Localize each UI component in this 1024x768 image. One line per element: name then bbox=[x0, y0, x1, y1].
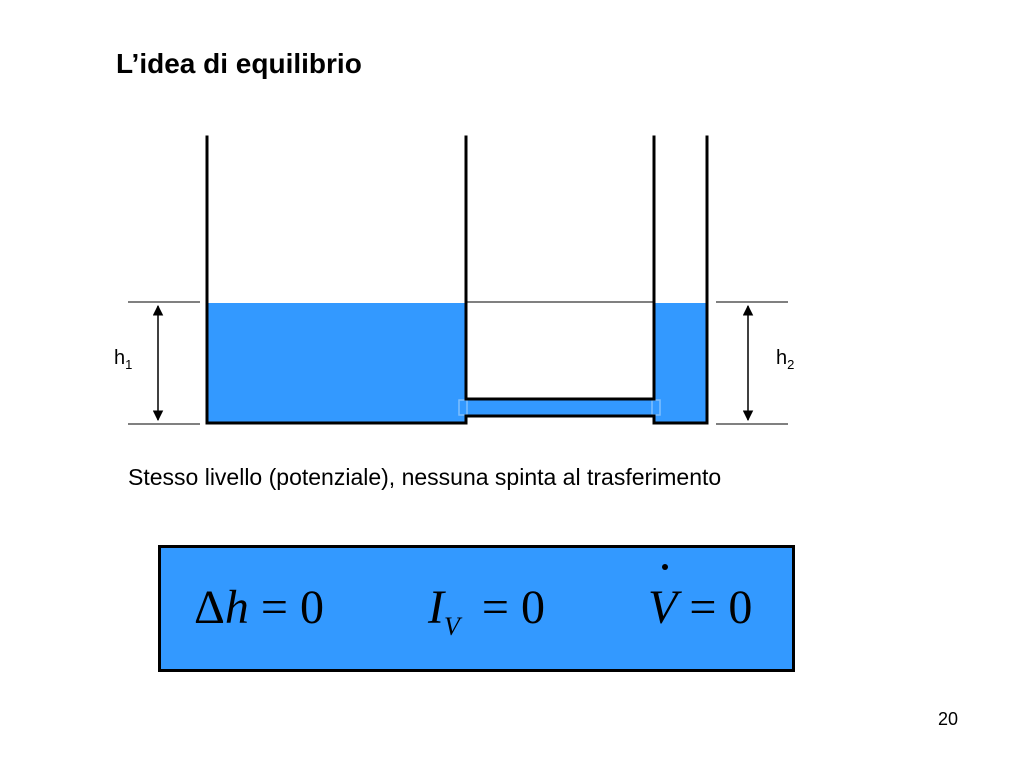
pipe-left-joint bbox=[458, 399, 468, 416]
slide-title: L’idea di equilibrio bbox=[116, 48, 362, 79]
delta-h-equation: Δh=0 bbox=[194, 580, 324, 636]
h2-label: h2 bbox=[776, 347, 794, 372]
equals-sign: = bbox=[689, 581, 717, 634]
height-symbol: h bbox=[224, 581, 249, 634]
current-subscript: V bbox=[443, 612, 460, 641]
equations-box: Δh=0 IV=0 V=0 bbox=[158, 545, 795, 672]
equals-sign: = bbox=[481, 581, 509, 634]
connecting-pipe-water bbox=[458, 400, 660, 415]
equation-value: 0 bbox=[520, 581, 545, 634]
equation-value: 0 bbox=[728, 581, 753, 634]
time-derivative-dot bbox=[661, 564, 668, 570]
equation-value: 0 bbox=[299, 581, 324, 634]
current-symbol: I bbox=[428, 581, 444, 634]
h1-label: h1 bbox=[114, 347, 132, 372]
pipe-right-joint bbox=[651, 399, 661, 416]
flow-rate-symbol-with-dot: V bbox=[648, 564, 678, 636]
left-vessel-water bbox=[208, 303, 466, 423]
current-equation: IV =0 bbox=[428, 580, 545, 643]
level-reference-lines bbox=[128, 301, 788, 425]
volume-symbol: V bbox=[648, 581, 678, 634]
flow-rate-equation: V=0 bbox=[648, 564, 753, 636]
right-vessel-water bbox=[654, 303, 706, 423]
diagram-caption: Stesso livello (potenziale), nessuna spi… bbox=[128, 464, 722, 490]
delta-symbol: Δ bbox=[194, 581, 225, 634]
page-number: 20 bbox=[938, 709, 959, 729]
equals-sign: = bbox=[260, 581, 288, 634]
vessel-walls bbox=[205, 135, 709, 425]
